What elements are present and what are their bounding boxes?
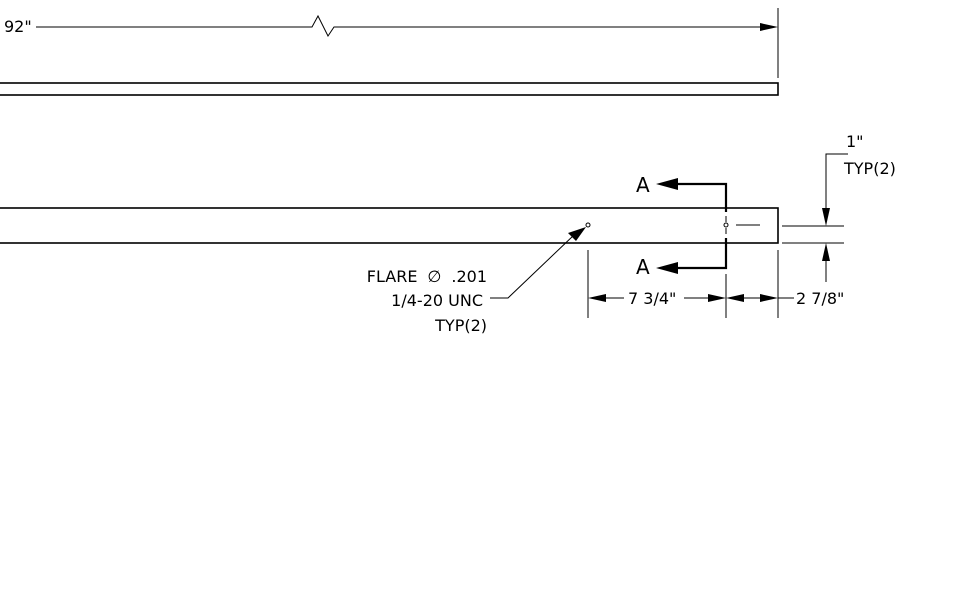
dim-arrow-between-holes-left	[588, 294, 606, 302]
overall-length-label: 92"	[4, 17, 32, 36]
hole-note-arrowhead	[568, 227, 586, 241]
cutting-plane-line-top	[676, 182, 728, 212]
overall-length-arrowhead	[760, 23, 778, 31]
diameter-symbol: ∅	[427, 267, 441, 286]
hole-note-qty: TYP(2)	[434, 316, 487, 335]
tapped-hole-1	[585, 222, 591, 228]
bar-front-view	[0, 207, 779, 244]
hole-callout-note: FLARE ∅ .201 1/4-20 UNC TYP(2)	[367, 227, 586, 335]
hole-note-leader	[490, 234, 575, 299]
dim-arrow-between-holes-right	[708, 294, 726, 302]
bar-front-view-group	[0, 207, 779, 244]
bar-top-view	[0, 82, 779, 96]
wall-arrowhead-bottom	[822, 243, 830, 261]
hole-note-line1: FLARE ∅ .201	[367, 267, 487, 286]
wall-arrowhead-top	[822, 208, 830, 226]
hole-spacing-dimensions: 7 3/4" 2 7/8"	[587, 250, 844, 318]
dim-arrow-hole-to-end-left	[726, 294, 744, 302]
hole-note-flare: FLARE	[367, 267, 418, 286]
dim-arrow-hole-to-end-right	[760, 294, 778, 302]
wall-dimension-value: 1"	[846, 132, 864, 151]
overall-length-dimension: 92"	[4, 8, 779, 78]
tapped-hole-2	[723, 222, 729, 228]
section-label-top: A	[636, 173, 650, 197]
overall-length-line-break	[36, 14, 760, 37]
wall-dimension-leader-top	[825, 153, 848, 208]
wall-dimension-qualifier: TYP(2)	[843, 159, 896, 178]
section-label-bottom: A	[636, 255, 650, 279]
dimension-hole-to-end: 2 7/8"	[796, 289, 844, 308]
cutting-plane-line-bottom	[676, 238, 728, 270]
section-arrow-bottom	[656, 262, 678, 274]
dimension-between-holes: 7 3/4"	[628, 289, 676, 308]
hole-note-thread: 1/4-20 UNC	[391, 291, 483, 310]
hole-note-diameter-value: .201	[451, 267, 487, 286]
section-arrow-top	[656, 178, 678, 190]
wall-dimension: 1" TYP(2)	[782, 132, 896, 282]
section-cutting-plane: A A	[636, 173, 728, 279]
